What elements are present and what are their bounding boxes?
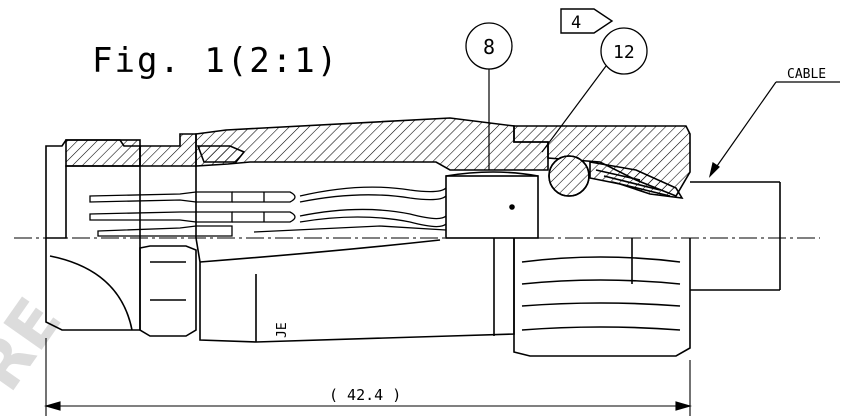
contacts-and-wires	[89, 186, 447, 237]
balloon-8-label: 8	[483, 35, 495, 59]
flag-note-4: 4	[560, 8, 614, 34]
figure-title: Fig. 1(2:1)	[92, 41, 339, 81]
cable-label: CABLE	[787, 67, 826, 82]
watermark: RE	[0, 286, 76, 405]
balloon-12-label: 12	[613, 42, 635, 63]
connector-exterior-lower	[45, 237, 691, 357]
dimension-label: ( 42.4 )	[329, 386, 401, 404]
cable-leader	[708, 81, 840, 178]
balloon-8: 8	[465, 22, 513, 170]
body-mark: JE	[275, 322, 290, 338]
balloon-12: 12	[541, 27, 648, 153]
watermark-text: RE	[0, 286, 76, 405]
dimension-line	[43, 338, 693, 416]
connector-section-upper	[45, 117, 691, 239]
cable	[690, 181, 781, 291]
flag-note-label: 4	[571, 13, 581, 33]
